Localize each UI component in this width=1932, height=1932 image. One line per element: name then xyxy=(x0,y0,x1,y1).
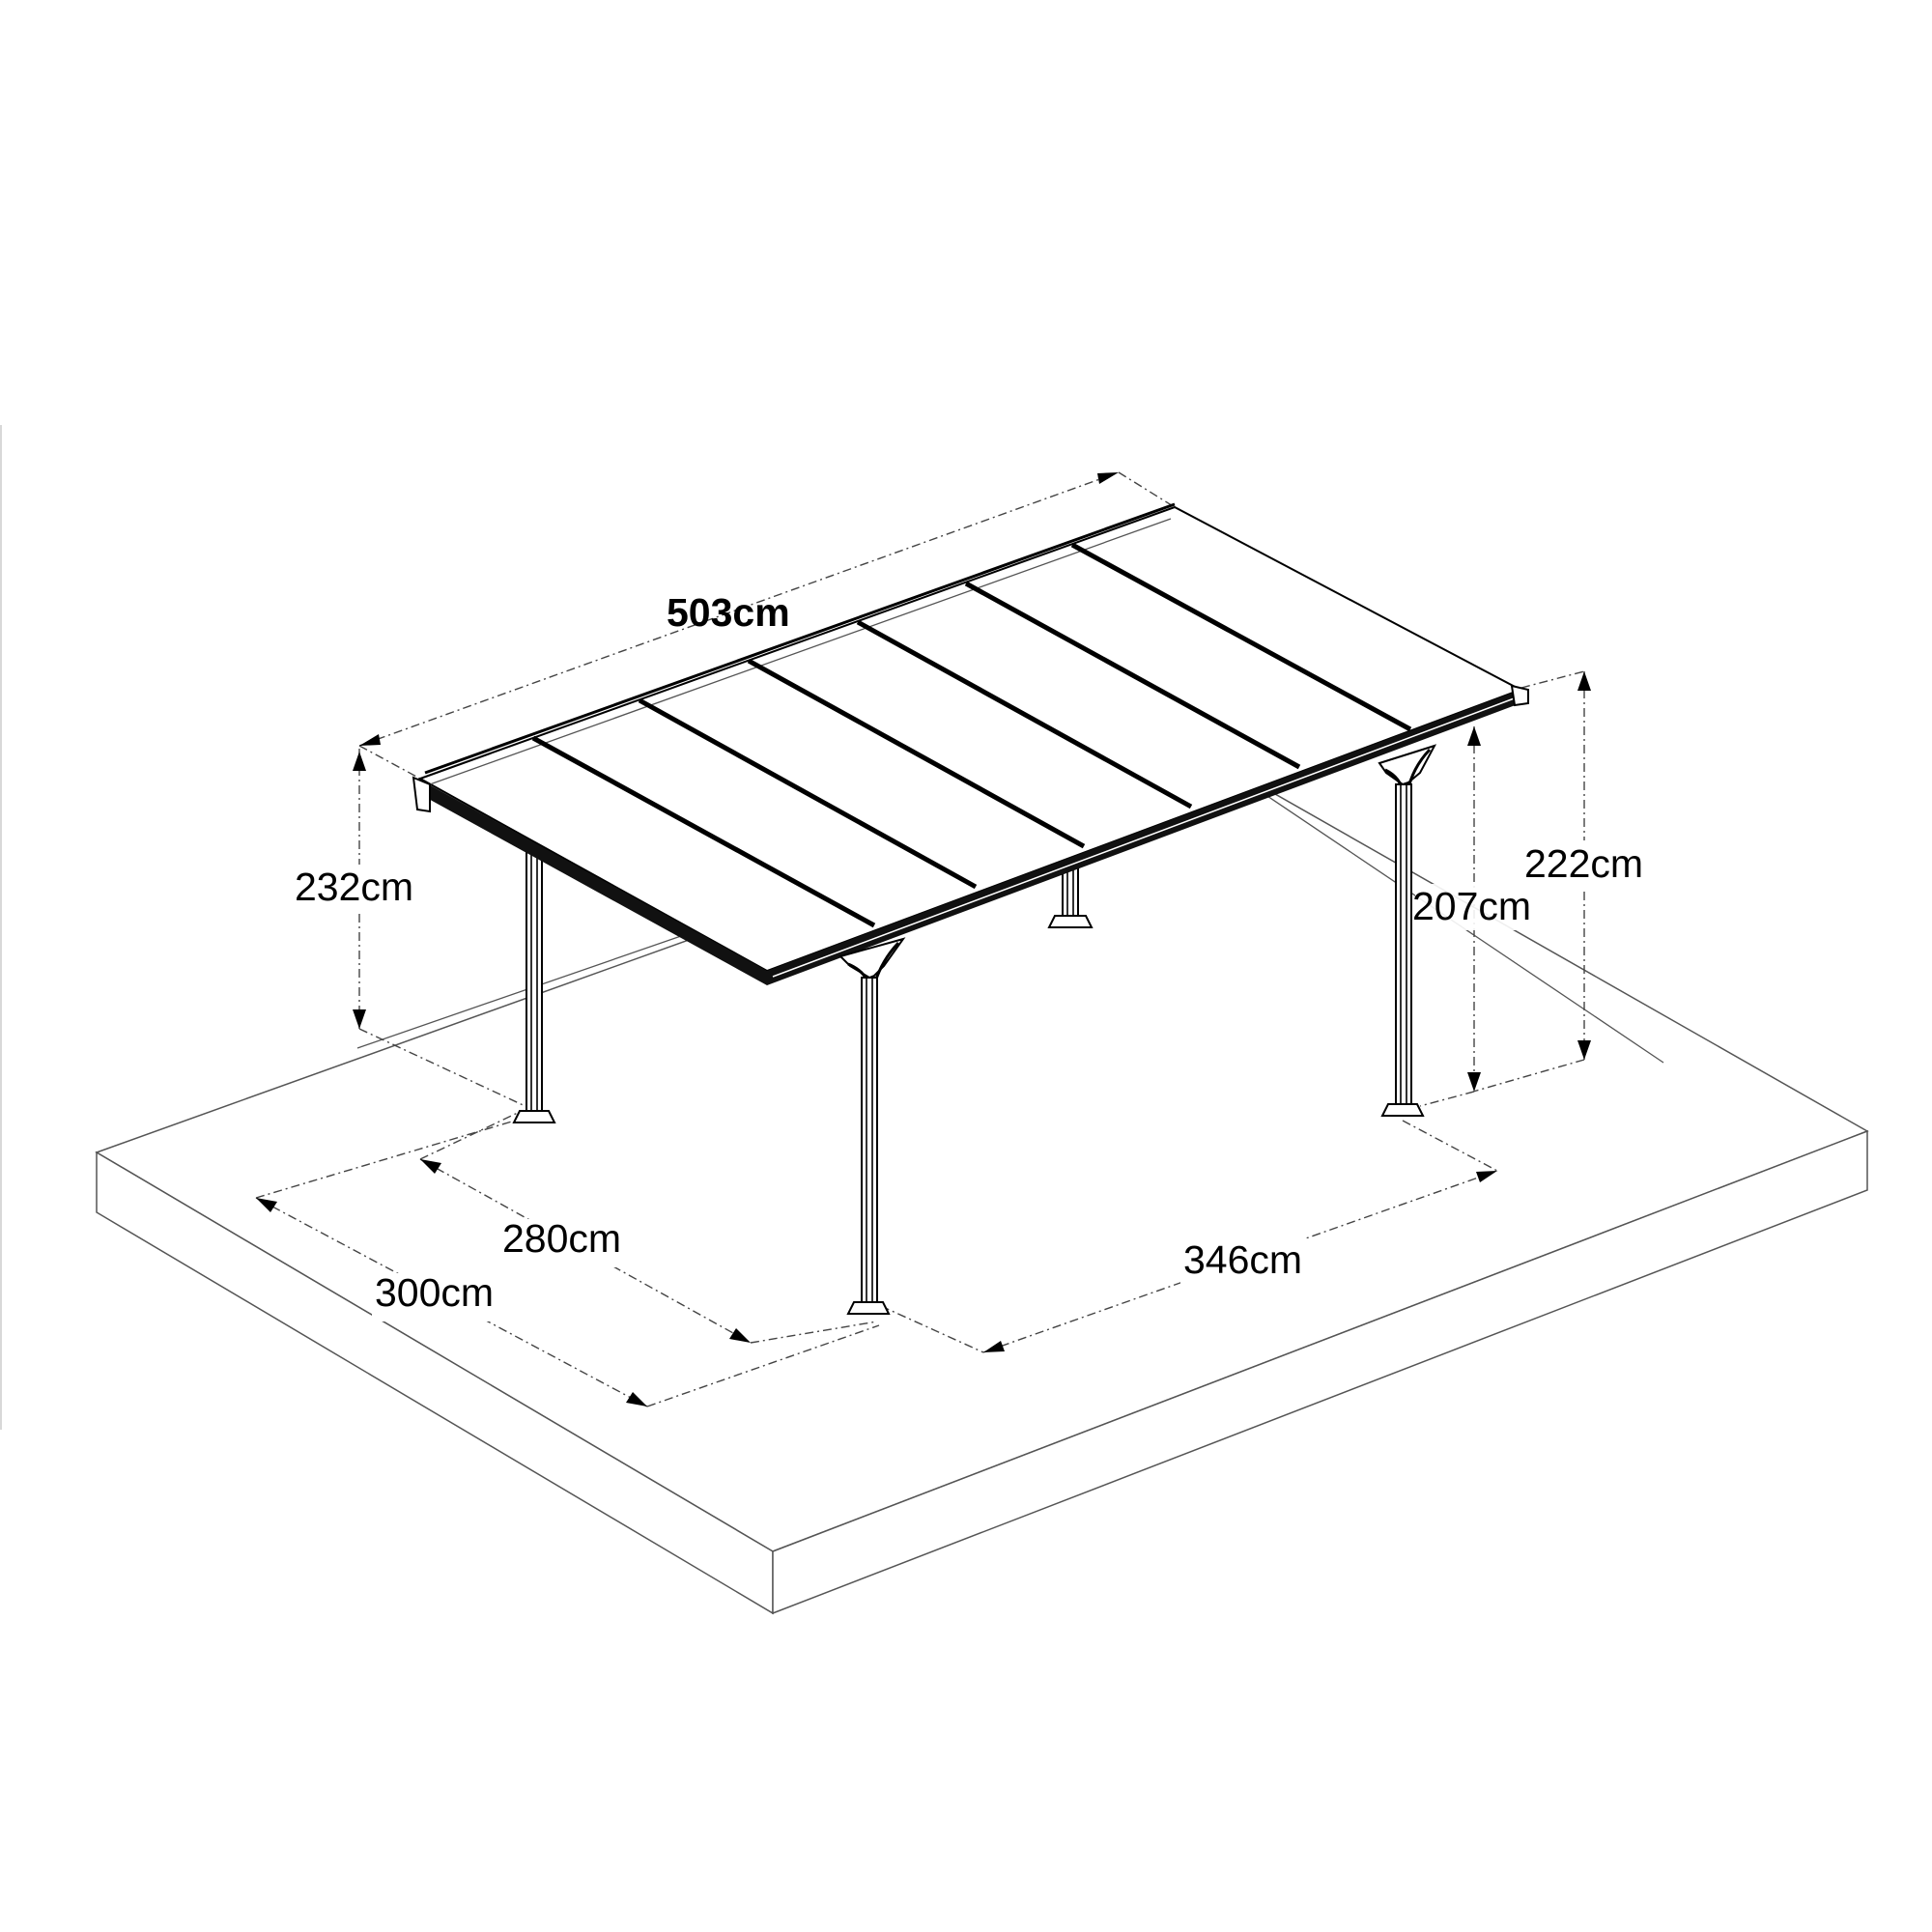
svg-text:346cm: 346cm xyxy=(1183,1237,1302,1282)
label-depth-outer: 300cm xyxy=(375,1270,494,1315)
dimension-depth-300: 300cm xyxy=(255,1112,880,1407)
label-height-front-outer: 222cm xyxy=(1524,841,1643,886)
post-front-left xyxy=(838,937,906,1315)
roof-panel-ribs xyxy=(531,542,1412,928)
roof xyxy=(412,502,1529,985)
label-height-front-inner: 207cm xyxy=(1412,884,1531,928)
dimension-depth-280: 280cm xyxy=(419,1110,878,1344)
post-front-right xyxy=(1378,744,1437,1117)
left-edge-line xyxy=(0,425,2,1430)
label-depth-inner: 280cm xyxy=(502,1216,621,1261)
ground-slab xyxy=(95,753,1869,1615)
post-rear-left xyxy=(512,849,556,1123)
label-length: 503cm xyxy=(667,590,790,635)
dimension-height-232: 232cm xyxy=(290,749,532,1110)
dimension-height-222: 222cm xyxy=(1472,670,1657,1093)
label-height-back: 232cm xyxy=(295,865,413,909)
dimension-height-207: 207cm xyxy=(1412,726,1541,1107)
dimension-span-346: 346cm xyxy=(880,1120,1498,1353)
post-rear-right xyxy=(1047,859,1094,928)
dimension-length-503: 503cm xyxy=(358,471,1176,780)
